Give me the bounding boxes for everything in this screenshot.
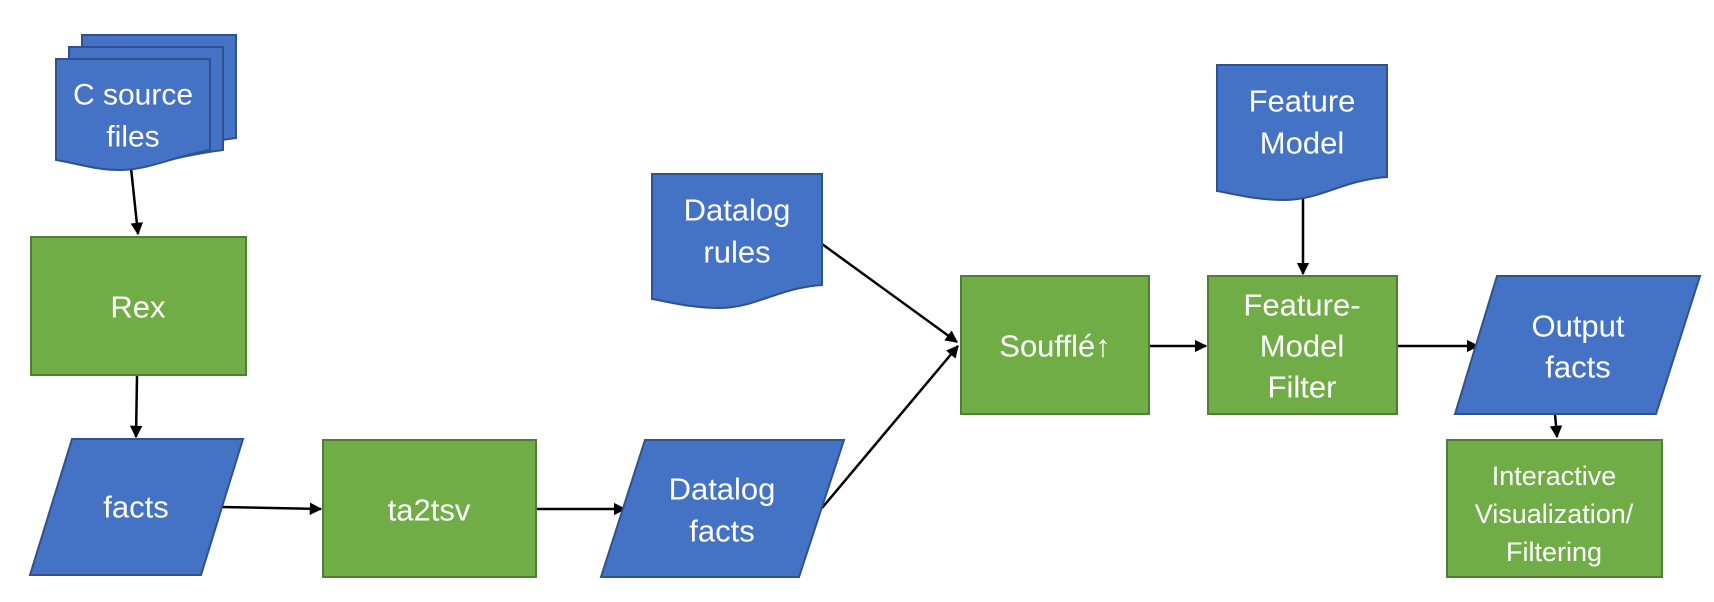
datalog-facts-parallelogram: [599, 439, 846, 578]
ta2tsv-box: [322, 439, 537, 578]
facts-label: facts: [103, 490, 168, 525]
datalog-rules-label-line-1: Datalog: [684, 193, 791, 228]
edge-datalog-facts-to-souffle: [821, 345, 959, 509]
datalog-rules-document: [651, 173, 823, 310]
edge-c-source-files-to-rex: [129, 167, 144, 236]
node-feature-model-filter: Feature- Model Filter: [1207, 275, 1398, 415]
c-source-files-front-sheet: [55, 58, 211, 172]
feature-model-label-line-1: Feature: [1249, 84, 1356, 119]
node-c-source-files: C source files: [55, 34, 237, 172]
rex-box: [30, 236, 247, 376]
datalog-facts-label-line-2: facts: [689, 514, 754, 549]
interactive-visualization-label-line-2: Visualization/: [1475, 499, 1634, 529]
c-source-files-label-line-1: C source: [73, 79, 193, 112]
interactive-visualization-label-line-1: Interactive: [1492, 461, 1617, 491]
node-rex: Rex: [30, 236, 247, 376]
output-facts-parallelogram: [1453, 275, 1702, 415]
feature-model-filter-label-line-1: Feature-: [1243, 288, 1360, 323]
facts-parallelogram: [28, 438, 245, 576]
node-feature-model: Feature Model: [1216, 64, 1388, 202]
edge-output-facts-to-interactive-visualization: [1549, 413, 1563, 439]
output-facts-label-line-1: Output: [1531, 309, 1624, 344]
ta2tsv-label: ta2tsv: [388, 493, 471, 528]
datalog-facts-label-line-1: Datalog: [669, 472, 776, 507]
node-interactive-visualization: Interactive Visualization/ Filtering: [1446, 439, 1663, 578]
edge-datalog-rules-to-souffle: [821, 242, 959, 344]
edge-rex-to-facts: [129, 375, 143, 439]
souffle-label: Soufflé↑: [999, 329, 1110, 364]
datalog-rules-label-line-2: rules: [703, 235, 770, 270]
c-source-files-label-line-2: files: [106, 121, 159, 154]
edges: [129, 167, 1563, 516]
node-output-facts: Output facts: [1453, 275, 1702, 415]
feature-model-filter-label-line-3: Filter: [1268, 370, 1337, 405]
node-souffle: Soufflé↑: [960, 275, 1150, 415]
rex-label: Rex: [110, 290, 166, 325]
node-facts: facts: [28, 438, 245, 576]
interactive-visualization-label-line-3: Filtering: [1506, 537, 1602, 567]
feature-model-filter-label-line-2: Model: [1260, 329, 1344, 364]
feature-model-document: [1216, 64, 1388, 202]
node-datalog-facts: Datalog facts: [599, 439, 846, 578]
souffle-box: [960, 275, 1150, 415]
feature-model-filter-box: [1207, 275, 1398, 415]
node-ta2tsv: ta2tsv: [322, 439, 537, 578]
feature-model-label-line-2: Model: [1260, 126, 1344, 161]
edge-facts-to-ta2tsv: [221, 502, 323, 516]
interactive-visualization-box: [1446, 439, 1663, 578]
output-facts-label-line-2: facts: [1545, 350, 1610, 385]
node-datalog-rules: Datalog rules: [651, 173, 823, 310]
